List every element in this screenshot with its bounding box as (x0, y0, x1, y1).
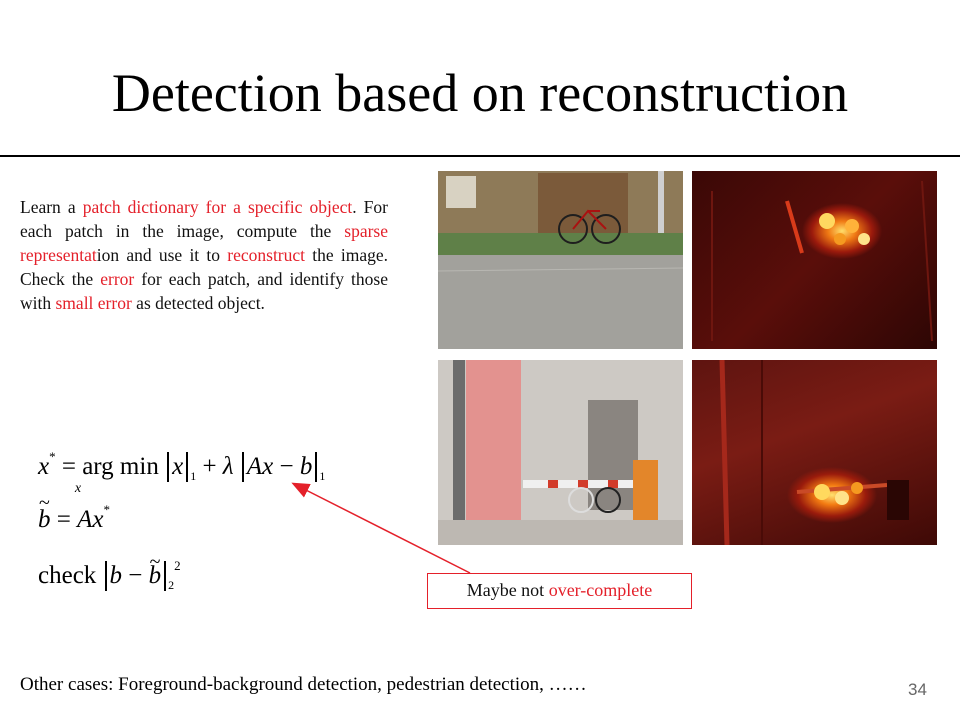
body-red-2: sparse representat (20, 221, 388, 265)
body-text-4: the image. Check the (20, 245, 389, 289)
eq1-ax: Ax (246, 453, 274, 480)
photo-street-bicycle-art (438, 171, 683, 349)
body-red-4: error (100, 269, 135, 289)
photo-gate-bicycle-art (438, 360, 683, 545)
eq3-b-tilde: ~b (148, 551, 162, 591)
heatmap-street (692, 171, 937, 349)
body-red-1: patch dictionary for a specific object (82, 197, 353, 217)
body-text-6: as detected object. (131, 293, 265, 313)
eq3-bt: b (148, 562, 162, 589)
body-red-5: small error (55, 293, 132, 313)
eq3-b: b (109, 562, 123, 589)
eq2-a: A (77, 506, 93, 533)
eq1-minus: − (279, 453, 294, 480)
callout-box: Maybe not over-complete (427, 573, 692, 609)
eq3-sup: 2 (174, 558, 181, 573)
eq2-tilde-mark: ~ (39, 492, 50, 514)
slide-title: Detection based on reconstruction (111, 63, 849, 123)
eq1-norm-x: x (167, 452, 189, 482)
page-number: 34 (908, 680, 927, 699)
callout-red: over-complete (548, 580, 653, 600)
photo-gate-bicycle (438, 360, 683, 545)
body-text-2: . For each patch in the image, compute t… (20, 197, 388, 241)
eq1-argmin-text: = arg min (61, 453, 159, 480)
heatmap-gate-art (719, 360, 909, 545)
eq1-sub-1: 1 (190, 469, 197, 483)
eq1-x: x (38, 453, 50, 480)
body-red-3: reconstruct (227, 245, 306, 265)
eq3-check: check (38, 562, 97, 589)
eq3-tilde-mark: ~ (149, 551, 161, 573)
body-text-3: ion and use it to (96, 245, 228, 265)
photo-street-bicycle (438, 171, 683, 349)
eq1-b: b (299, 453, 313, 480)
eq3-sub: 2 (168, 578, 175, 592)
eq2-b: b (38, 506, 51, 533)
eq1-lambda: λ (222, 453, 234, 480)
eq3-minus: − (128, 562, 143, 589)
heatmap-gate (692, 360, 937, 545)
eq1-sub-2: 1 (319, 469, 326, 483)
eq1-norm-x-var: x (172, 453, 184, 480)
eq2-star: * (103, 502, 111, 517)
title-rule (0, 155, 960, 157)
eq1-star: * (49, 449, 56, 464)
footer-text: Other cases: Foreground-background detec… (20, 674, 587, 695)
eq1-under-x: x (74, 481, 82, 496)
equation-reconstruction: ~b = Ax* (38, 492, 111, 534)
heatmap-street-art (711, 180, 933, 342)
eq3-norm: b − ~b (104, 551, 167, 591)
eq2-b-tilde: ~b (38, 492, 51, 534)
eq2-equals: = (56, 506, 71, 533)
body-paragraph: Learn a patch dictionary for a specific … (20, 195, 388, 315)
eq2-x: x (92, 506, 104, 533)
callout-text: Maybe not (466, 580, 549, 600)
body-text-5: for each patch, and identify those with (20, 269, 388, 313)
body-text-1: Learn a (20, 197, 83, 217)
eq1-norm-residual: Ax − b (241, 452, 318, 482)
eq1-plus: + (202, 453, 217, 480)
